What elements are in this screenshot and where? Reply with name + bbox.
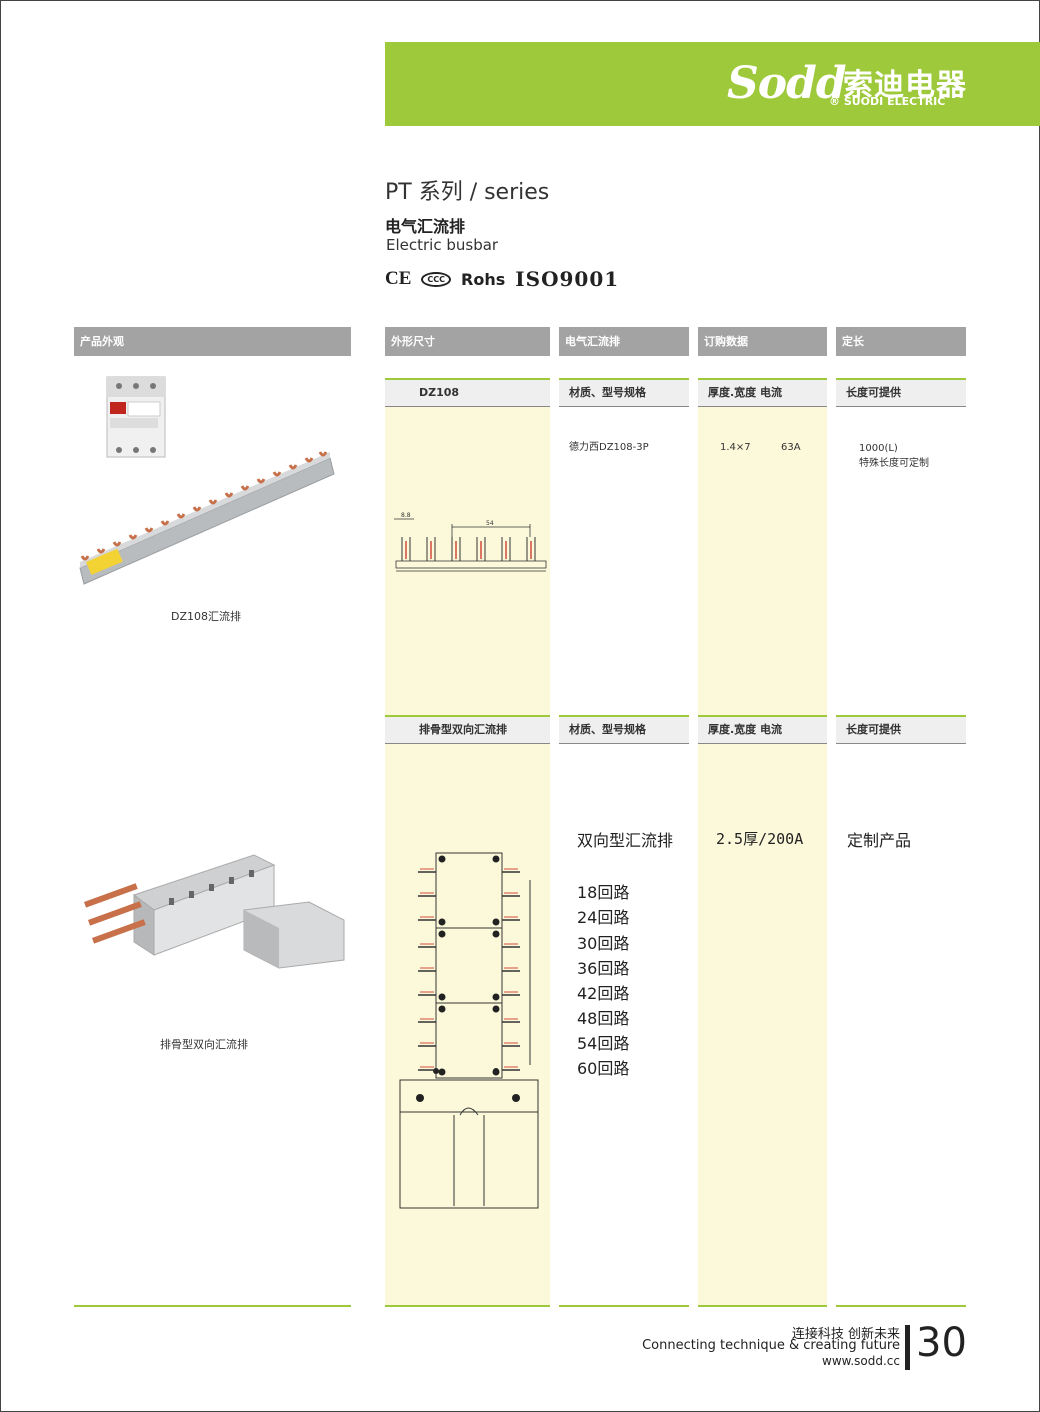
circuit-option: 60回路: [577, 1059, 630, 1078]
section1-model-header: DZ108: [385, 378, 550, 407]
section2-caption: 排骨型双向汇流排: [160, 1038, 248, 1051]
section2-model-header: 排骨型双向汇流排: [385, 715, 550, 744]
column-header-length: 定长: [836, 327, 966, 356]
section2-spec-header: 材质、型号规格: [559, 715, 689, 744]
section2-custom: 定制产品: [847, 831, 912, 850]
bottom-rule: [836, 1305, 966, 1307]
page-number: 30: [916, 1320, 967, 1366]
bidirectional-busbar-photo: [84, 854, 345, 969]
section1-length-2: 特殊长度可定制: [859, 458, 929, 469]
bottom-rule: [559, 1305, 689, 1307]
bidirectional-dimension-drawing: [399, 852, 539, 1209]
circuit-option: 42回路: [577, 984, 630, 1003]
section2-order-header: 厚度.宽度 电流: [698, 715, 827, 744]
section1-length-header: 长度可提供: [836, 378, 966, 407]
dz108-busbar-photo: [79, 376, 335, 585]
section1-caption: DZ108汇流排: [171, 610, 242, 623]
section2-rating: 2.5厚/200A: [716, 830, 804, 848]
section1-current: 63A: [781, 442, 801, 453]
section2-length-header: 长度可提供: [836, 715, 966, 744]
brand-logo-script: Sodd: [727, 58, 847, 109]
circuit-option: 30回路: [577, 934, 630, 953]
order-column-bg: [698, 378, 827, 1305]
section2-product-type: 双向型汇流排: [577, 831, 674, 850]
bottom-rule: [385, 1305, 550, 1307]
brand-logo-cn: 索迪电器: [843, 68, 967, 103]
column-header-appearance: 产品外观: [74, 327, 351, 356]
dim-label-pitch: 54: [486, 520, 494, 527]
rohs-mark: Rohs: [461, 269, 506, 289]
circuit-option: 24回路: [577, 908, 630, 927]
circuit-option: 36回路: [577, 959, 630, 978]
series-title: PT 系列 / series: [385, 180, 550, 205]
column-header-order: 订购数据: [698, 327, 827, 356]
bottom-rule: [74, 1305, 351, 1307]
column-header-busbar: 电气汇流排: [559, 327, 689, 356]
section1-length-1: 1000(L): [859, 443, 898, 454]
page-number-bar: [905, 1325, 910, 1370]
section1-spec-header: 材质、型号规格: [559, 378, 689, 407]
iso-mark: ISO9001: [515, 267, 620, 291]
section1-spec: 德力西DZ108-3P: [569, 442, 649, 453]
circuit-option: 48回路: [577, 1009, 630, 1028]
brand-logo-en: ® SUODI ELECTRIC: [829, 95, 946, 108]
subtitle-cn: 电气汇流排: [385, 217, 466, 236]
ccc-mark: CCC: [421, 271, 452, 287]
footer-slogan-cn: 连接科技 创新未来: [791, 1327, 900, 1342]
footer-slogan-en: Connecting technique & creating future: [642, 1338, 900, 1353]
subtitle-en: Electric busbar: [386, 236, 499, 254]
ce-mark: CE: [385, 268, 412, 289]
dim-label-small: 8.8: [401, 512, 411, 519]
section1-thickness: 1.4×7: [720, 442, 751, 453]
section1-order-header: 厚度.宽度 电流: [698, 378, 827, 407]
circuit-option: 18回路: [577, 883, 630, 902]
bottom-rule: [698, 1305, 827, 1307]
circuit-option: 54回路: [577, 1034, 630, 1053]
column-header-dimensions: 外形尺寸: [385, 327, 550, 356]
dimensions-column-bg: [385, 378, 550, 1305]
brand-header-bar: Sodd 索迪电器 ® SUODI ELECTRIC: [385, 42, 1040, 126]
dz108-dimension-drawing: 8.8 54: [394, 512, 547, 572]
certification-marks: CE CCC Rohs ISO9001: [385, 264, 619, 294]
footer-url: www.sodd.cc: [822, 1354, 900, 1368]
